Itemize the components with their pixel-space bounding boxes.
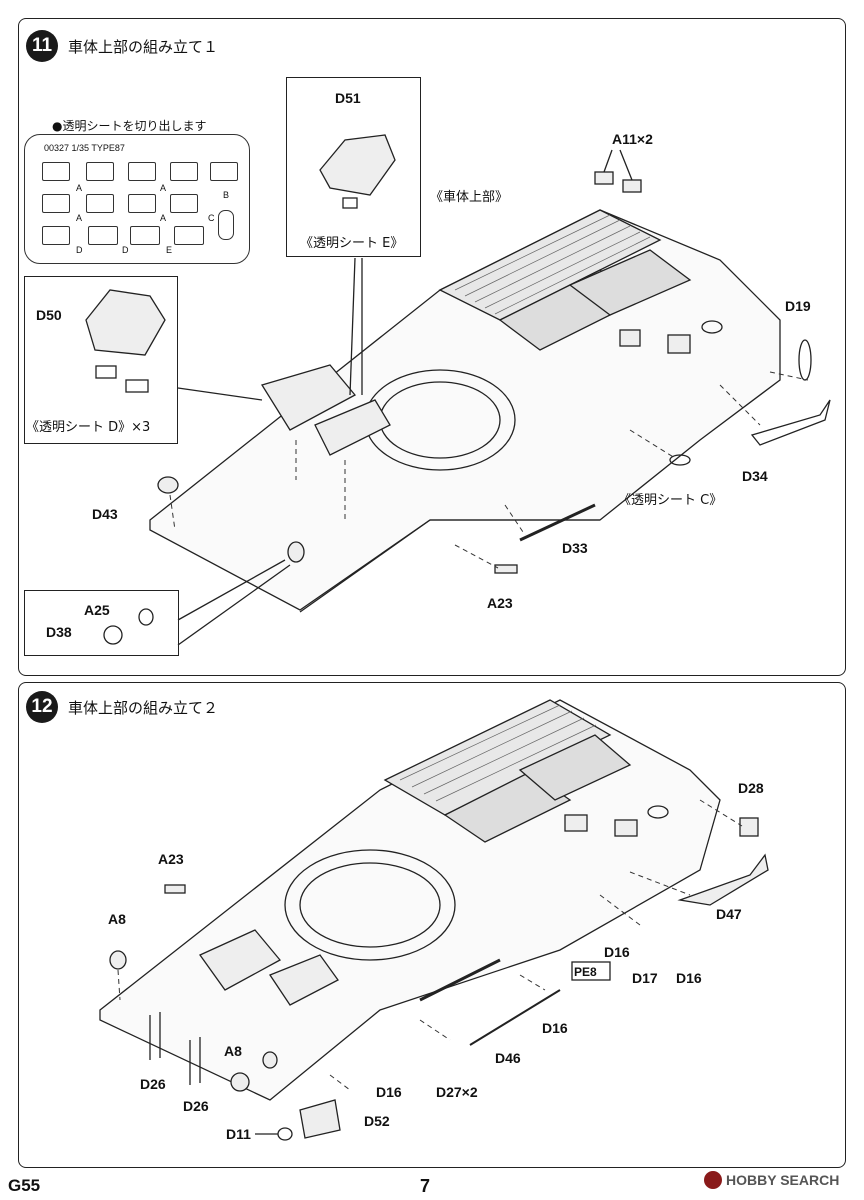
label-d50: D50: [36, 307, 62, 323]
sheet-letter: A: [160, 183, 167, 193]
clear-window: [130, 226, 160, 245]
cut-note: ●透明シートを切り出します: [52, 119, 207, 133]
label-a8: A8: [224, 1043, 242, 1059]
label-a25: A25: [84, 602, 110, 618]
watermark-text: HOBBY SEARCH: [726, 1172, 840, 1188]
label-a8: A8: [108, 911, 126, 927]
label-d17: D17: [632, 970, 658, 986]
label-d33: D33: [562, 540, 588, 556]
label-hull-upper: 《車体上部》: [430, 190, 509, 205]
clear-window: [128, 194, 156, 213]
d51-inset-box: [286, 77, 421, 257]
label-d47: D47: [716, 906, 742, 922]
step-11-panel: [18, 18, 846, 676]
label-d19: D19: [785, 298, 811, 314]
page-number: 7: [420, 1176, 431, 1196]
label-d11: D11: [226, 1126, 251, 1142]
clear-window: [88, 226, 118, 245]
product-code: G55: [8, 1176, 41, 1195]
label-d26: D26: [140, 1076, 166, 1092]
label-d27: D27×2: [436, 1084, 478, 1100]
label-d52: D52: [364, 1113, 390, 1129]
sheet-letter: E: [166, 245, 173, 255]
clear-window: [86, 162, 114, 181]
sheet-code: 00327 1/35 TYPE87: [44, 143, 125, 153]
label-d34: D34: [742, 468, 768, 484]
label-d16: D16: [604, 944, 630, 960]
clear-window: [210, 162, 238, 181]
sheet-letter: A: [76, 183, 83, 193]
watermark: HOBBY SEARCH: [704, 1171, 839, 1189]
step-11-title: 車体上部の組み立て１: [68, 38, 219, 56]
sheet-letter: C: [208, 213, 215, 223]
clear-window: [170, 162, 198, 181]
clear-window: [86, 194, 114, 213]
clear-window: [128, 162, 156, 181]
label-d51: D51: [335, 90, 361, 106]
hobby-search-logo-icon: [704, 1171, 722, 1189]
clear-window: [170, 194, 198, 213]
sheet-letter: A: [76, 213, 83, 223]
label-pe8: PE8: [574, 965, 597, 979]
label-d46: D46: [495, 1050, 521, 1066]
label-d16: D16: [676, 970, 702, 986]
clear-window-oval: [218, 210, 234, 240]
clear-window: [42, 162, 70, 181]
clear-window: [42, 226, 70, 245]
step-12-title: 車体上部の組み立て２: [68, 699, 219, 717]
label-d43: D43: [92, 506, 118, 522]
label-d16: D16: [542, 1020, 568, 1036]
sheet-letter: B: [223, 190, 230, 200]
sheet-letter: D: [122, 245, 129, 255]
label-a23: A23: [487, 595, 513, 611]
label-d16: D16: [376, 1084, 402, 1100]
label-d38: D38: [46, 624, 72, 640]
sheet-letter: D: [76, 245, 83, 255]
a25-d38-inset-box: [24, 590, 179, 656]
clear-sheet-diagram: [24, 134, 250, 264]
label-clear-sheet-c: 《透明シート C》: [618, 493, 723, 508]
label-d28: D28: [738, 780, 764, 796]
sheet-letter: A: [160, 213, 167, 223]
clear-window: [174, 226, 204, 245]
label-a23: A23: [158, 851, 184, 867]
label-d26: D26: [183, 1098, 209, 1114]
label-clear-sheet-e: 《透明シート E》: [300, 236, 404, 251]
step-12-badge: 12: [26, 691, 58, 723]
label-clear-sheet-d: 《透明シート D》×3: [26, 420, 151, 435]
step-11-badge: 11: [26, 30, 58, 62]
clear-window: [42, 194, 70, 213]
label-a11: A11×2: [612, 131, 653, 147]
